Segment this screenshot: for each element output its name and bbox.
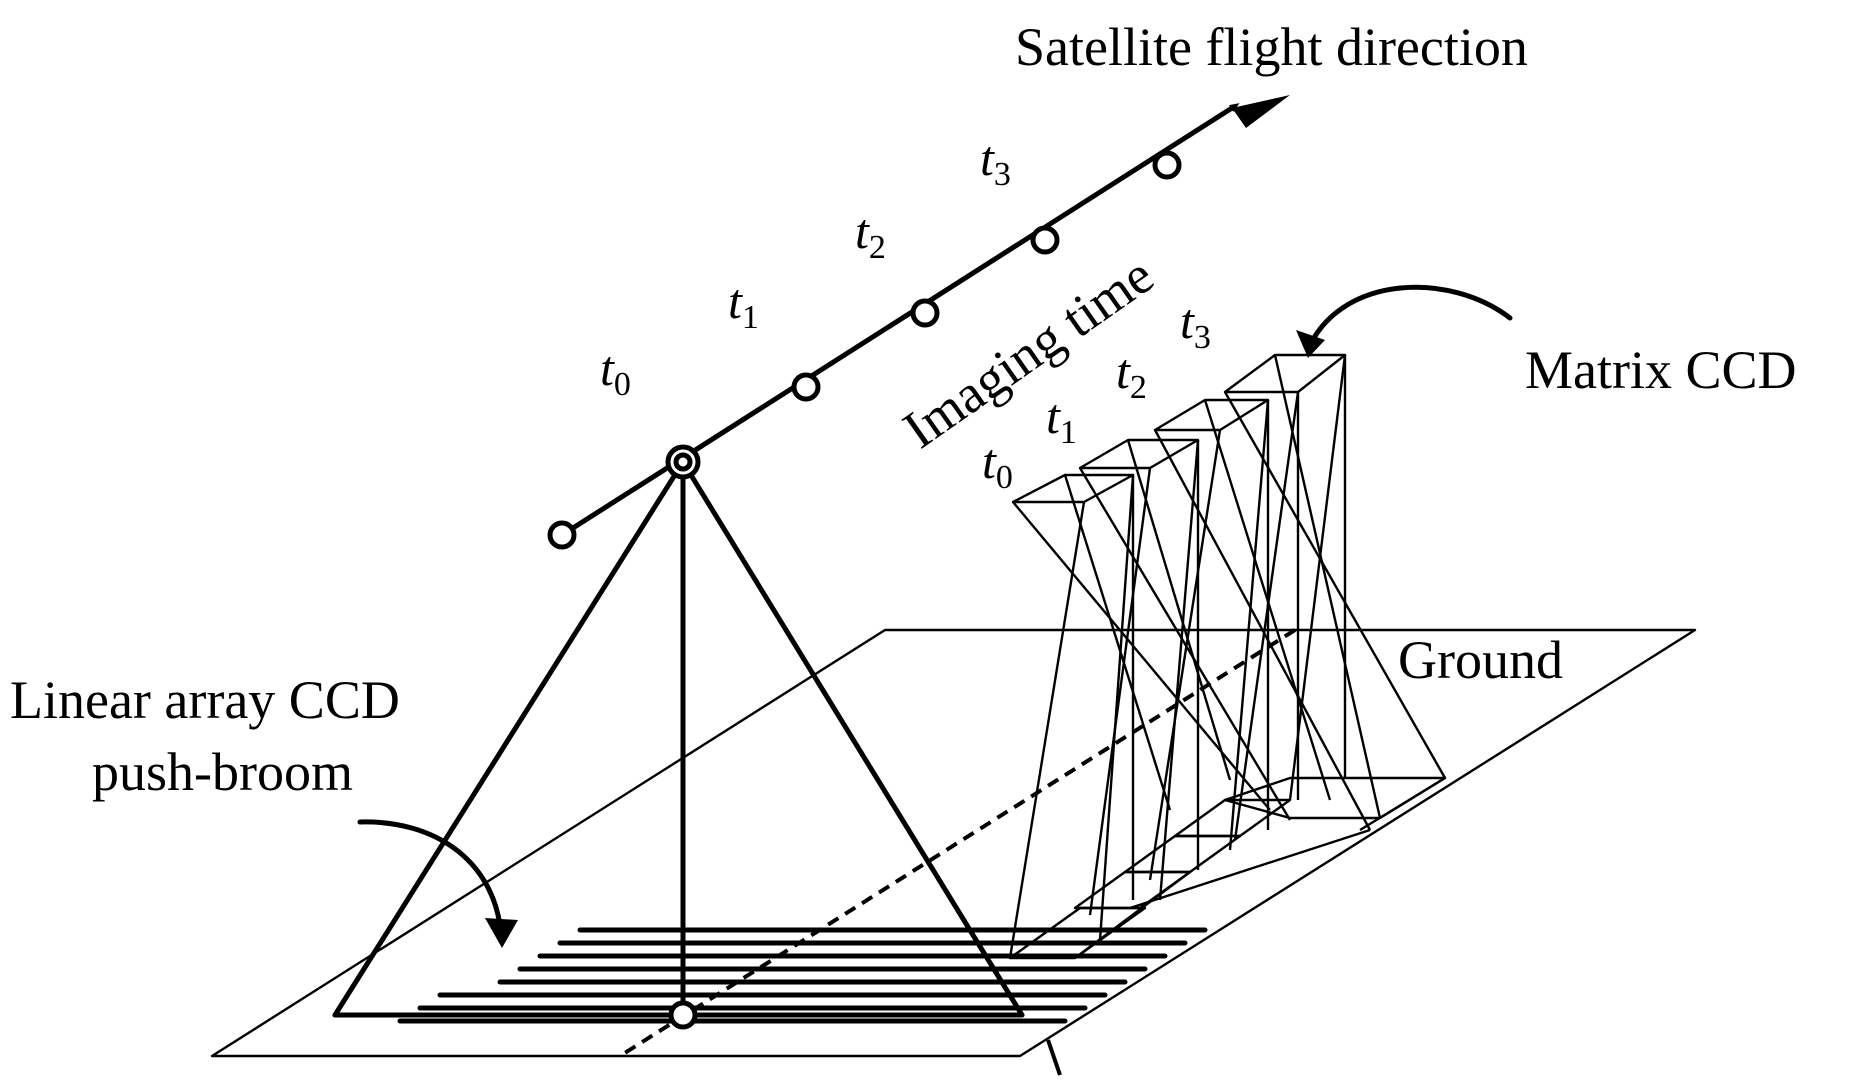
matrix-ccd-sensors (1008, 353, 1447, 959)
ground-track-dashed (618, 628, 1297, 1058)
matrix-time-t3: t3 (1180, 293, 1211, 356)
matrix-ccd-footprints (1008, 776, 1447, 960)
flight-direction-arrowhead (1232, 95, 1290, 128)
linear-ccd-callout-arrow (357, 819, 503, 928)
ground-plane (210, 628, 1697, 1058)
matrix-ccd-label: Matrix CCD (1525, 340, 1797, 400)
matrix-ccd-callout-arrow (1307, 284, 1513, 348)
orbit-node-t4 (1152, 150, 1182, 180)
track-time-t1: t1 (728, 273, 759, 336)
orbit-node-t3 (1030, 225, 1060, 255)
matrix-time-t1: t1 (1046, 388, 1077, 451)
linear-ccd-label-line2: push-broom (92, 742, 353, 802)
orbit-node-t0-inner (673, 452, 693, 472)
linear-ccd-callout-head (485, 918, 518, 948)
orbit-node-t1 (791, 372, 821, 402)
ground-label: Ground (1398, 630, 1563, 690)
track-time-t0: t0 (600, 340, 631, 403)
matrix-time-t2: t2 (1116, 343, 1147, 406)
flight-direction-label: Satellite flight direction (1015, 17, 1528, 77)
orbit-node-start (547, 520, 577, 550)
matrix-time-t0: t0 (982, 433, 1013, 496)
orbit-node-t2 (910, 298, 940, 328)
matrix-ccd-callout-head (1296, 330, 1325, 358)
track-time-t3: t3 (980, 130, 1011, 193)
linear-ccd-label-line1: Linear array CCD (10, 670, 400, 730)
track-time-t2: t2 (855, 203, 886, 266)
orbit-track-line (560, 103, 1240, 538)
nadir-point (668, 1000, 698, 1030)
pushbroom-scan-lines (397, 927, 1208, 1024)
ground-track-tick (1046, 1039, 1062, 1076)
